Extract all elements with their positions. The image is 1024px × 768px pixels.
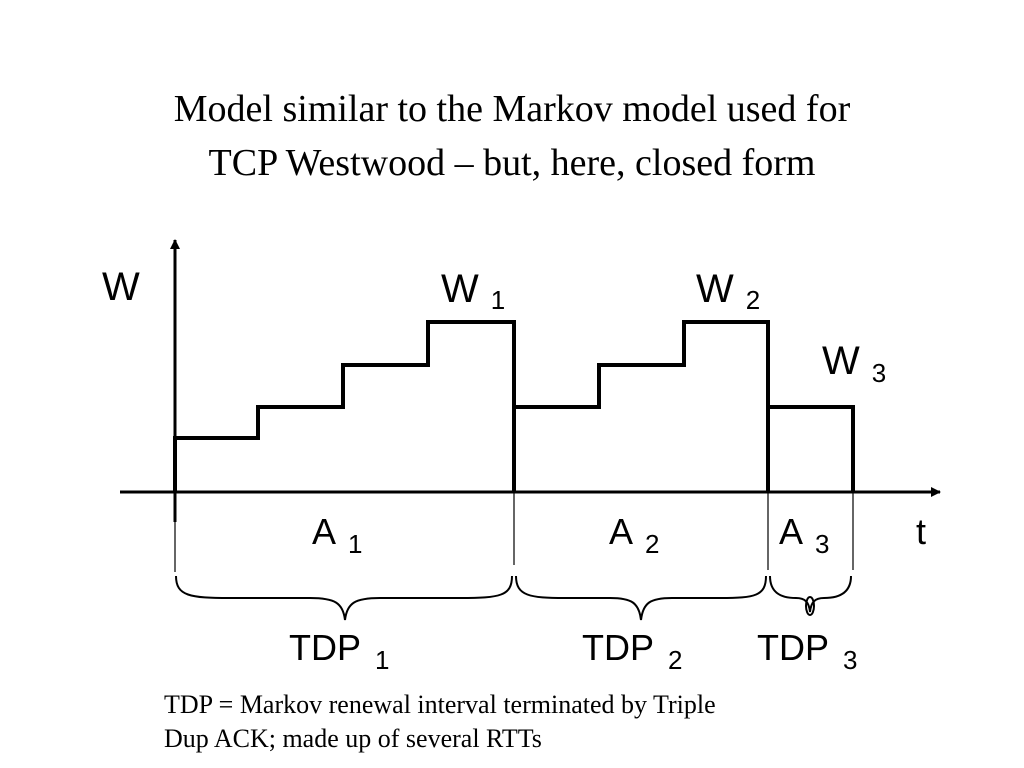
tdp3-brace <box>769 575 852 613</box>
peak-label-2-main: W <box>696 267 734 311</box>
period-label-3: TDP 3 <box>757 627 857 675</box>
peak-label-2-sub: 2 <box>746 285 760 315</box>
period-label-3-main: TDP <box>757 627 829 668</box>
y-axis-label: W <box>102 265 140 309</box>
note-line-2: Dup ACK; made up of several RTTs <box>164 724 542 753</box>
interval-label-2-main: A <box>609 511 633 552</box>
x-axis-label: t <box>916 511 926 552</box>
window-step-curve <box>173 320 855 492</box>
title-line-2: TCP Westwood – but, here, closed form <box>208 142 816 184</box>
interval-label-1-main: A <box>312 511 336 552</box>
note-line-1: TDP = Markov renewal interval terminated… <box>164 690 716 719</box>
period-label-1-main: TDP <box>289 627 361 668</box>
definition-note: TDP = Markov renewal interval terminated… <box>164 688 904 756</box>
interval-label-1-sub: 1 <box>348 529 362 559</box>
tdp3-brace-loop <box>805 596 815 616</box>
period-label-1: TDP 1 <box>289 627 389 675</box>
period-label-1-sub: 1 <box>375 645 389 675</box>
tdp2-brace <box>515 575 767 621</box>
period-label-2-main: TDP <box>582 627 654 668</box>
period-label-3-sub: 3 <box>843 645 857 675</box>
period-label-2-sub: 2 <box>668 645 682 675</box>
interval-label-3-main: A <box>779 511 803 552</box>
peak-label-1-sub: 1 <box>491 285 505 315</box>
peak-label-1-main: W <box>441 267 479 311</box>
interval-label-2-sub: 2 <box>645 529 659 559</box>
interval-label-3-sub: 3 <box>815 529 829 559</box>
period-label-2: TDP 2 <box>582 627 682 675</box>
tdp1-brace <box>175 575 513 621</box>
peak-label-3-main: W <box>822 339 860 383</box>
peak-label-3-sub: 3 <box>872 358 886 388</box>
title-line-1: Model similar to the Markov model used f… <box>173 88 851 130</box>
slide-title: Model similar to the Markov model used f… <box>0 82 1024 190</box>
